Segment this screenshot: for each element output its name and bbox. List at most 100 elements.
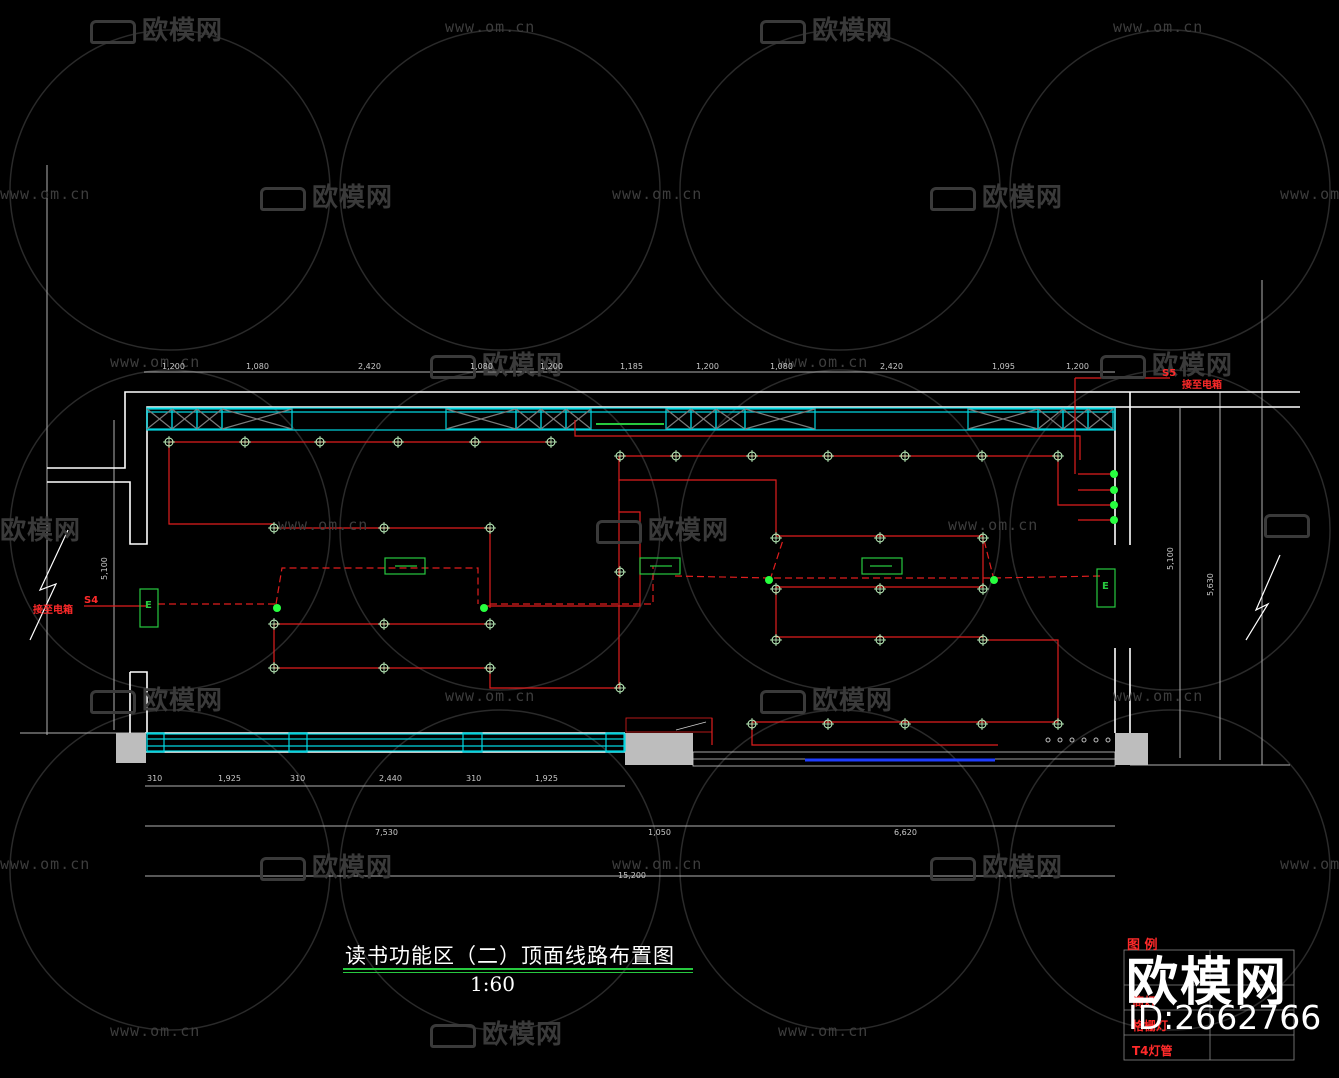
sofa-icon [90,689,136,714]
window-cross [744,408,816,430]
dimension-bottom: 310 [290,774,306,783]
left-panel-code: S4 [84,595,99,606]
watermark-logo: 欧模网 [760,10,893,47]
brand-logo: 欧模网 [1126,953,1289,1013]
panel-letter-left: E [145,600,152,611]
window-cross [1037,408,1064,430]
dimension-top: 1,080 [470,362,493,371]
window-cell [221,408,293,430]
top-window-band [146,407,1116,431]
dimension-top: 1,095 [992,362,1015,371]
watermark-url: www.om.cn [1113,18,1204,36]
watermark-logo: 欧模网 [430,345,563,382]
sofa-icon [596,519,642,544]
right-panel-code: S5 [1162,368,1177,379]
dimension-bottom: 1,925 [218,774,241,783]
small-lamp [1069,737,1075,743]
dimension-top: 1,200 [696,362,719,371]
watermark-logo: 欧模网 [90,680,223,717]
legend-item: 格栅灯 [1132,1019,1169,1033]
columns [116,733,1148,765]
watermark-url: www.om.cn [778,353,869,371]
dimension-top: 1,200 [1066,362,1089,371]
dimension-bottom: 310 [147,774,163,783]
window-cross [445,408,517,430]
watermark-logo: 欧模网 [1100,345,1233,382]
sofa-icon [760,19,806,44]
dimension-top: 1,080 [246,362,269,371]
left-panel-label: 接至电箱 [33,605,73,616]
dimension-bottom: 7,530 [375,828,398,837]
sofa-icon [930,186,976,211]
window-cell [565,408,592,430]
dimension-bottom: 2,440 [379,774,402,783]
watermark-logo: 欧模网 [930,847,1063,884]
small-lamp [1045,737,1051,743]
dimension-bottom: 1,050 [648,828,671,837]
title-underline [343,972,693,973]
dimension-top: 1,080 [770,362,793,371]
watermark-url: www.om.cn [110,353,201,371]
watermark-logo: 欧模网 [430,1014,563,1051]
break-symbols [29,529,1281,641]
sofa-icon [90,19,136,44]
dimension-lines [20,165,1290,877]
watermark-logo: 欧模网 [760,680,893,717]
dimension-top: 1,185 [620,362,643,371]
watermark-url: www.om.cn [110,1022,201,1040]
dimension-right: 5,630 [1206,573,1215,596]
window-cross [1087,408,1114,430]
drawing-title: 读书功能区（二）顶面线路布置图 [345,944,675,968]
sofa-icon [1264,513,1310,538]
watermark-url: www.om.cn [778,1022,869,1040]
walls [47,391,1300,753]
small-lamp [1105,737,1111,743]
window-cross [540,408,567,430]
window-cross [515,408,542,430]
window-cell [1087,408,1114,430]
drawing-scale: 1:60 [470,972,515,996]
watermark-url: www.om.cn [1280,855,1339,873]
watermark-logo: 欧模网 [596,510,729,547]
window-cross [221,408,293,430]
watermark-url: www.om.cn [445,687,536,705]
exit-signs [139,557,1116,628]
watermark-logo: 欧模网 [260,847,393,884]
small-lamp [1093,737,1099,743]
watermark-url: www.om.cn [612,185,703,203]
panel-letter-right: E [1102,581,1109,592]
watermark-arcs [9,29,1331,1031]
bottom-window-band [146,732,626,753]
legend-item: 筒灯 [1132,995,1157,1009]
small-lamp [1057,737,1063,743]
watermark-logo: 欧模网 [90,10,223,47]
watermark-url: www.om.cn [948,516,1039,534]
right-panel-label: 接至电箱 [1182,380,1222,391]
window-cell [744,408,816,430]
window-cross [146,408,173,430]
watermark-logo: 欧模网 [930,177,1063,214]
window-cross [665,408,692,430]
dimension-bottom: 1,925 [535,774,558,783]
sofa-icon [1100,354,1146,379]
light-fixtures [163,436,1111,743]
sofa-icon [430,354,476,379]
dimension-total: 15,200 [618,871,646,880]
legend-table [1123,949,1295,1061]
legend-title: 图 例 [1127,938,1158,953]
title-underline [343,968,693,970]
dimension-left: 5,100 [100,557,109,580]
watermark-url: www.om.cn [278,516,369,534]
wire-runs-dashed [158,539,1101,605]
watermark-url: www.om.cn [1280,185,1339,203]
sofa-icon [760,689,806,714]
sofa-icon [430,1023,476,1048]
dimension-top: 1,200 [540,362,563,371]
window-cross [171,408,198,430]
window-cross [690,408,717,430]
dimension-right: 5,100 [1166,547,1175,570]
model-id: ID:2662766 [1128,998,1322,1037]
window-cross [196,408,223,430]
